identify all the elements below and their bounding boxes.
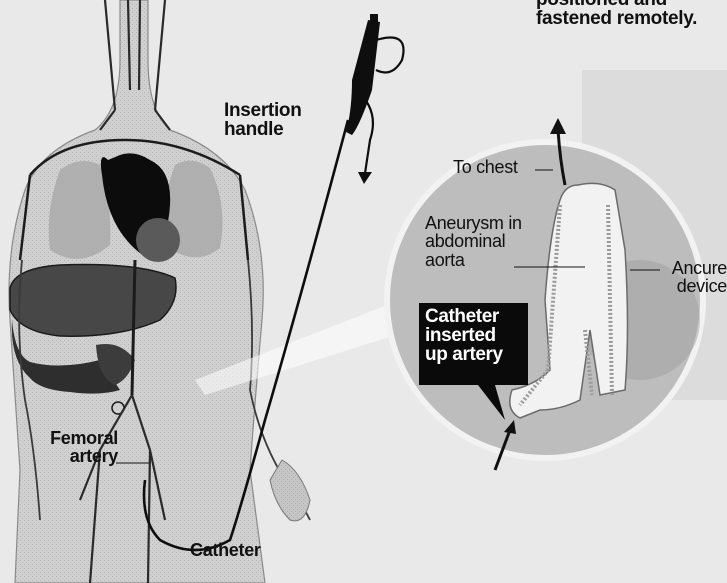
catheter-text: Catheter	[190, 540, 261, 560]
ancure-device-label: Ancure device	[661, 259, 727, 296]
aneurysm-label: Aneurysm in abdominal aorta	[425, 214, 522, 269]
catheter-label: Catheter	[190, 541, 261, 559]
handle-arrowhead	[358, 172, 372, 184]
human-body-figure	[9, 0, 310, 583]
handle-body	[346, 20, 380, 135]
to-chest-text: To chest	[453, 157, 518, 177]
handle-cap	[370, 14, 378, 24]
insertion-handle-label: Insertion handle	[224, 101, 302, 140]
callout-line-1: Catheter	[425, 307, 522, 326]
femoral-line-1: Femoral	[40, 429, 118, 447]
to-chest-arrowhead	[550, 118, 566, 134]
aneurysm-line-2: abdominal	[425, 232, 522, 250]
callout-line-3: up artery	[425, 345, 522, 364]
ancure-line-1: Ancure	[661, 259, 727, 277]
ancure-line-2: device	[661, 277, 727, 295]
aneurysm-line-1: Aneurysm in	[425, 214, 522, 232]
femoral-line-2: artery	[40, 447, 118, 465]
handle-cable-loop	[376, 38, 404, 73]
callout-line-2: inserted	[425, 326, 522, 345]
femoral-artery-label: Femoral artery	[40, 429, 118, 466]
right-hand	[270, 460, 310, 521]
insertion-handle-line-2: handle	[224, 120, 302, 139]
heart-highlight	[136, 218, 180, 262]
header-line-2: fastened remotely.	[536, 9, 697, 28]
to-chest-label: To chest	[453, 158, 518, 176]
insertion-handle-device	[346, 14, 404, 184]
left-lung	[49, 161, 111, 259]
catheter-inserted-callout: Catheter inserted up artery	[419, 303, 528, 385]
aneurysm-line-3: aorta	[425, 251, 522, 269]
header-text: positioned and fastened remotely.	[536, 0, 697, 29]
insertion-handle-line-1: Insertion	[224, 101, 302, 120]
